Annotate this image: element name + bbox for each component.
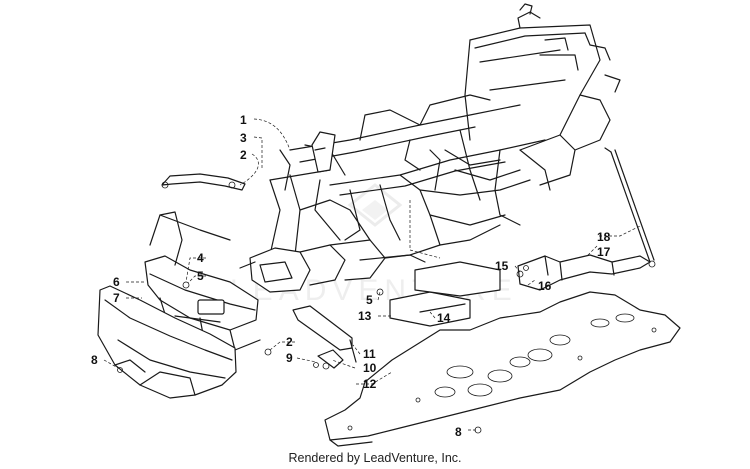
callout-9: 9 [286,351,293,365]
callout-18: 18 [597,230,611,244]
callout-13: 13 [358,309,372,323]
skid-bracket [292,305,357,370]
callout-3: 3 [240,131,247,145]
callout-6: 6 [113,275,120,289]
callout-8-front: 8 [91,353,98,367]
callout-10: 10 [363,361,377,375]
upper-support-arm [161,173,246,191]
hardware [117,181,529,434]
callout-15: 15 [495,259,509,273]
callout-7: 7 [113,291,120,305]
callout-2-lower: 2 [286,335,293,349]
callout-2-upper: 2 [240,148,247,162]
rear-footrest-bracket [516,254,651,291]
brush-guard [97,285,237,399]
callout-8-rear: 8 [455,425,462,439]
brace-rod [604,147,656,268]
render-credit: Rendered by LeadVenture, Inc. [288,451,462,465]
watermark-logo [347,183,403,227]
callout-1: 1 [240,113,247,127]
skid-plate [324,291,681,447]
main-frame [239,3,621,293]
callout-16: 16 [538,279,552,293]
frame-plates [389,261,501,327]
callout-17: 17 [597,245,611,259]
leader-lines [103,118,641,431]
callout-5-mid: 5 [366,293,373,307]
callout-4: 4 [197,251,204,265]
callout-5-front: 5 [197,269,204,283]
callout-12: 12 [363,377,377,391]
callouts: 1 3 2 4 5 6 7 8 2 9 11 10 12 5 13 14 15 … [91,113,611,439]
callout-11: 11 [363,347,376,361]
callout-14: 14 [437,311,451,325]
